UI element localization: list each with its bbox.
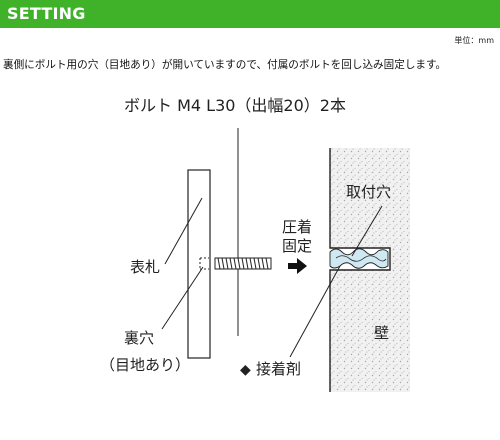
press-fix-label-line1: 圧着	[282, 218, 312, 236]
bolt-thread	[217, 257, 269, 270]
back-hole-label-line1: 裏穴	[124, 329, 154, 347]
adhesive-marker-icon: ◆	[240, 362, 251, 378]
plate-leader-line	[164, 197, 203, 265]
mount-hole-label: 取付穴	[346, 183, 391, 201]
back-hole-label-line2: （目地あり）	[100, 356, 190, 374]
unit-note: 単位：mm	[454, 36, 494, 45]
wall-surface-line	[329, 148, 391, 392]
adhesive-leader-line	[289, 265, 341, 358]
instruction-text: 裏側にボルト用の穴（目地あり）が開いていますので、付属のボルトを回し込み固定しま…	[3, 59, 447, 71]
press-arrow-icon	[288, 258, 307, 274]
mount-hole-leader-line	[351, 205, 383, 257]
press-fix-label-line2: 固定	[282, 237, 312, 255]
adhesive-swirl	[335, 255, 387, 262]
back-hole-leader-line	[161, 266, 204, 330]
nameplate-shape	[187, 169, 211, 359]
bolt-spec-label: ボルト M4 L30（出幅20）2本	[124, 96, 346, 115]
adhesive-fill	[329, 248, 389, 269]
wall-label: 壁	[374, 324, 389, 342]
nameplate-label: 表札	[130, 258, 160, 276]
section-title: SETTING	[7, 4, 86, 23]
setting-header-bar: SETTING	[0, 0, 500, 28]
mounting-diagram: ボルト M4 L30（出幅20）2本 表札 裏穴 （目地あり） 圧着 固定	[100, 96, 410, 392]
adhesive-label: 接着剤	[256, 360, 301, 378]
